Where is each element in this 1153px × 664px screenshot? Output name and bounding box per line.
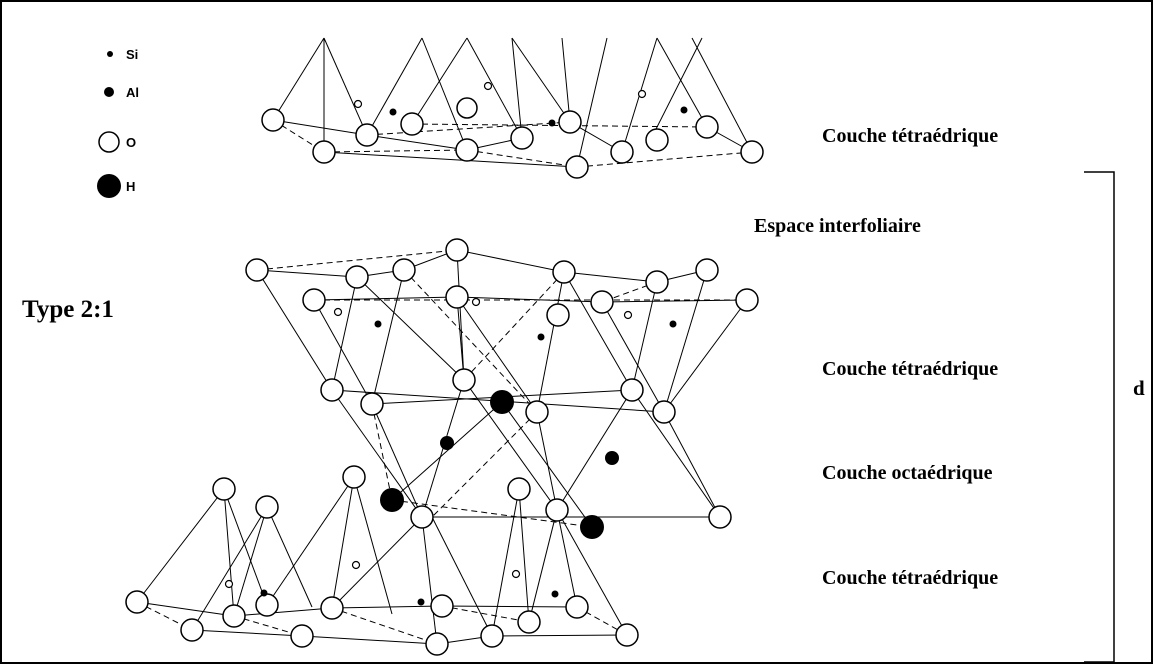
h-atoms bbox=[380, 390, 604, 539]
upper-tetrahedral-label: Couche tétraédrique bbox=[822, 358, 998, 380]
spacing-bracket bbox=[1084, 171, 1115, 662]
octahedral-label: Couche octaédrique bbox=[822, 462, 993, 484]
h-legend-circle bbox=[97, 174, 121, 198]
atoms bbox=[125, 81, 764, 656]
legend-label-si: Si bbox=[126, 47, 138, 62]
legend-label-o: O bbox=[126, 135, 136, 150]
al-legend-dot bbox=[104, 87, 114, 97]
bond-lines bbox=[136, 37, 753, 645]
spacing-label: d bbox=[1133, 376, 1145, 400]
oxygen-atoms bbox=[125, 97, 764, 656]
al-atoms bbox=[440, 436, 619, 465]
legend: Si Al O H bbox=[97, 47, 139, 198]
si-atoms bbox=[260, 106, 688, 606]
si-legend-dot bbox=[107, 51, 113, 57]
legend-label-al: Al bbox=[126, 85, 139, 100]
top-tetrahedral-label: Couche tétraédrique bbox=[822, 125, 998, 147]
interlayer-space-label: Espace interfoliaire bbox=[754, 215, 921, 237]
o-legend-circle bbox=[98, 131, 120, 153]
small-open-sites bbox=[224, 81, 647, 589]
legend-label-h: H bbox=[126, 179, 135, 194]
lower-tetrahedral-label: Couche tétraédrique bbox=[822, 567, 998, 589]
type-label: Type 2:1 bbox=[22, 296, 114, 323]
